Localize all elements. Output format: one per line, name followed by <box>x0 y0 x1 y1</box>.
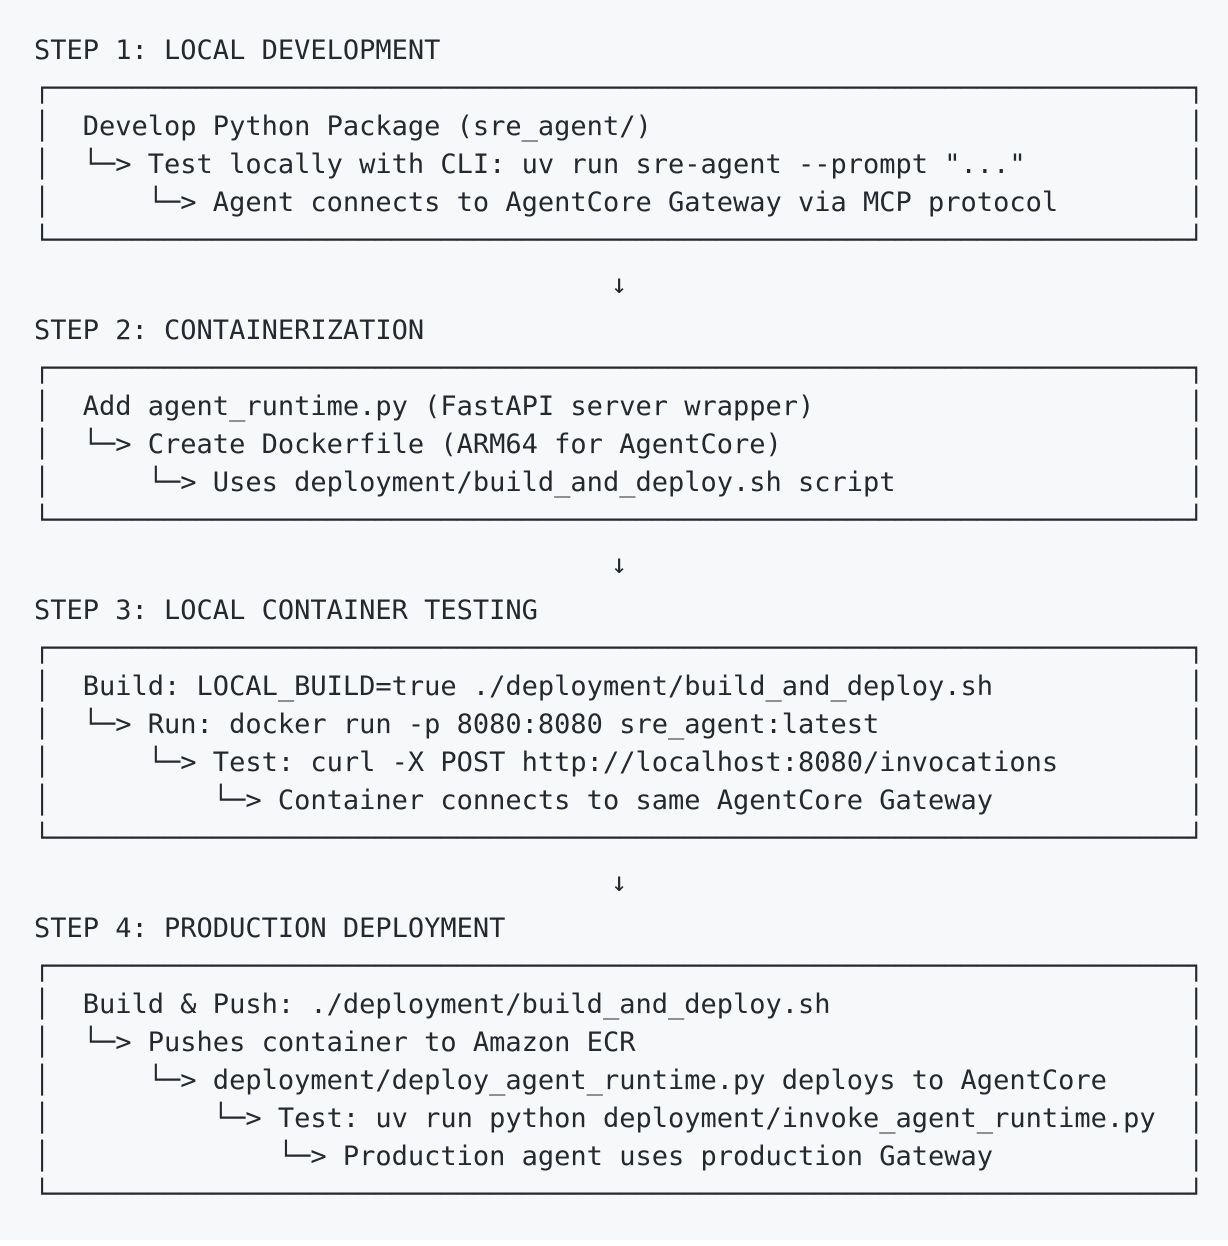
step-2-section: STEP 2: CONTAINERIZATION ┌──────────────… <box>34 316 1204 540</box>
arrow-down-icon: ↓ <box>611 549 628 580</box>
step-4-title: STEP 4: PRODUCTION DEPLOYMENT <box>34 913 506 944</box>
step-1-title: STEP 1: LOCAL DEVELOPMENT <box>34 35 441 66</box>
step-4-box: ┌───────────────────────────────────────… <box>34 951 1205 1210</box>
ascii-flow-diagram: STEP 1: LOCAL DEVELOPMENT ┌─────────────… <box>34 36 1204 1214</box>
step-1-box: ┌───────────────────────────────────────… <box>34 73 1205 256</box>
step-1-section: STEP 1: LOCAL DEVELOPMENT ┌─────────────… <box>34 36 1204 260</box>
step-2-box: ┌───────────────────────────────────────… <box>34 353 1205 536</box>
arrow-down-icon: ↓ <box>611 867 628 898</box>
step-3-box: ┌───────────────────────────────────────… <box>34 633 1205 854</box>
arrow-down-icon: ↓ <box>611 269 628 300</box>
step-3-title: STEP 3: LOCAL CONTAINER TESTING <box>34 595 538 626</box>
step-4-section: STEP 4: PRODUCTION DEPLOYMENT ┌─────────… <box>34 914 1204 1214</box>
step-3-section: STEP 3: LOCAL CONTAINER TESTING ┌───────… <box>34 596 1204 858</box>
step-2-title: STEP 2: CONTAINERIZATION <box>34 315 425 346</box>
